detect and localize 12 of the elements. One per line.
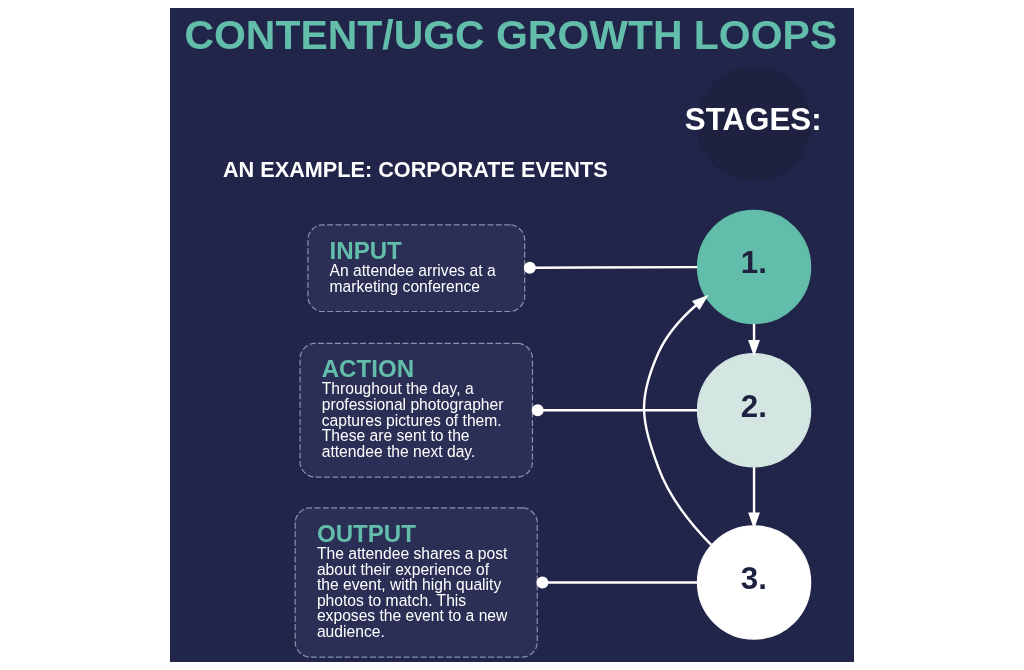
diagram-title: CONTENT/UGC GROWTH LOOPS bbox=[184, 12, 838, 59]
node-box: INPUT An attendee arrives at a marketing conference bbox=[307, 224, 526, 313]
arrow bbox=[642, 294, 713, 546]
connector bbox=[531, 404, 697, 417]
label: AN EXAMPLE: CORPORATE EVENTS bbox=[222, 157, 608, 183]
connector bbox=[523, 261, 698, 274]
connector bbox=[536, 576, 698, 589]
node-circle: 1. bbox=[696, 209, 812, 325]
node-box: ACTION Throughout the day, a professional photographer captures pictures of them. These are sent to the attendee the next day. bbox=[299, 342, 534, 478]
node-circle: 2. bbox=[696, 353, 812, 468]
node-circle: 3. bbox=[696, 525, 812, 640]
node-box: OUTPUT The attendee shares a post about their experience of the event, with high quality photos to match. This exposes the event to a new audience. bbox=[294, 507, 538, 658]
